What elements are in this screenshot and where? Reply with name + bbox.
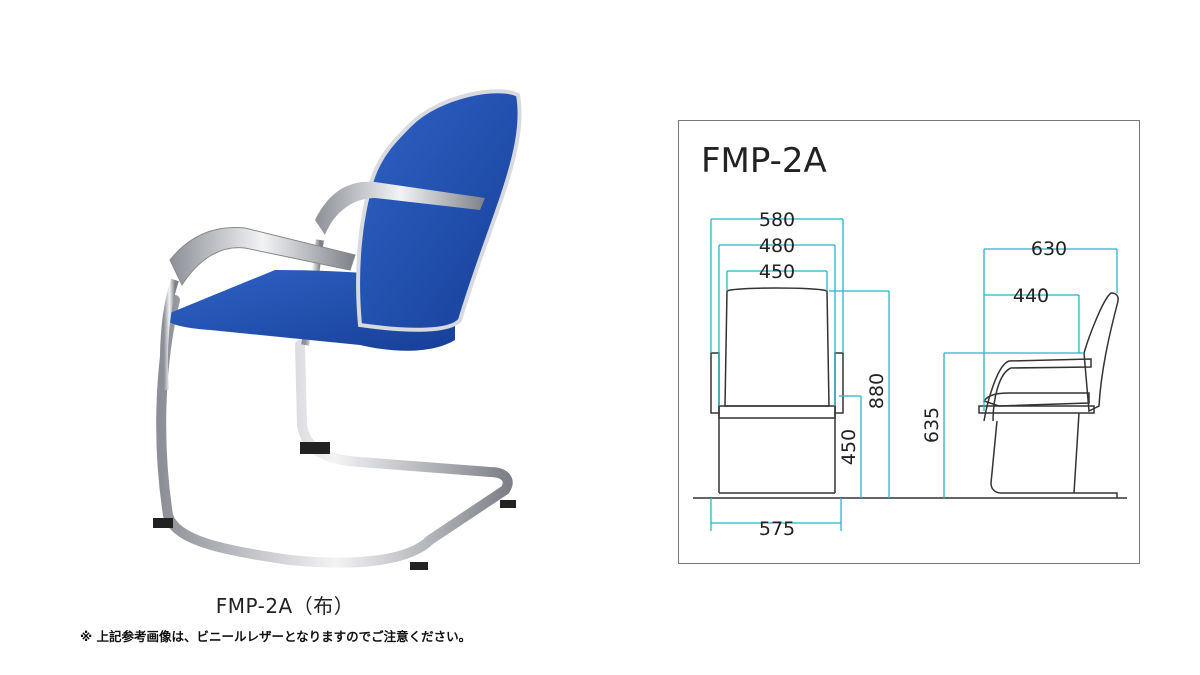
dim-front-seat-width: 450 <box>759 261 795 283</box>
dim-front-arm-width: 480 <box>759 235 795 257</box>
front-view-chair <box>710 287 844 494</box>
reference-note: ※ 上記参考画像は、ビニールレザーとなりますのでご注意ください。 <box>80 629 472 644</box>
dim-front-overall-height: 880 <box>866 373 888 409</box>
dimension-drawing-frame: FMP-2A <box>678 120 1140 564</box>
foot <box>300 442 330 454</box>
armrest <box>315 181 485 235</box>
front-view-dimension-lines <box>710 218 890 531</box>
dim-side-arm-height: 635 <box>921 407 943 443</box>
side-view-chair <box>978 292 1119 498</box>
dim-side-seat-depth: 440 <box>1013 285 1049 307</box>
dim-side-overall-depth: 630 <box>1031 238 1067 260</box>
backrest <box>356 89 522 332</box>
chrome-base <box>156 295 513 568</box>
dim-front-seat-height: 450 <box>838 429 860 465</box>
dim-front-base-width: 575 <box>759 518 795 540</box>
dim-front-overall-width: 580 <box>759 209 795 231</box>
dimension-drawing: 580 480 450 575 880 450 630 440 635 <box>693 209 1127 540</box>
armrest <box>169 226 356 287</box>
arm-support <box>159 278 179 391</box>
side-view-dimension-lines <box>943 248 1118 498</box>
product-caption: FMP-2A（布） <box>215 594 355 618</box>
chair-photo <box>153 89 522 570</box>
foot <box>410 562 428 570</box>
foot <box>153 518 173 528</box>
foot <box>500 500 516 508</box>
drawing-title: FMP-2A <box>701 141 827 181</box>
